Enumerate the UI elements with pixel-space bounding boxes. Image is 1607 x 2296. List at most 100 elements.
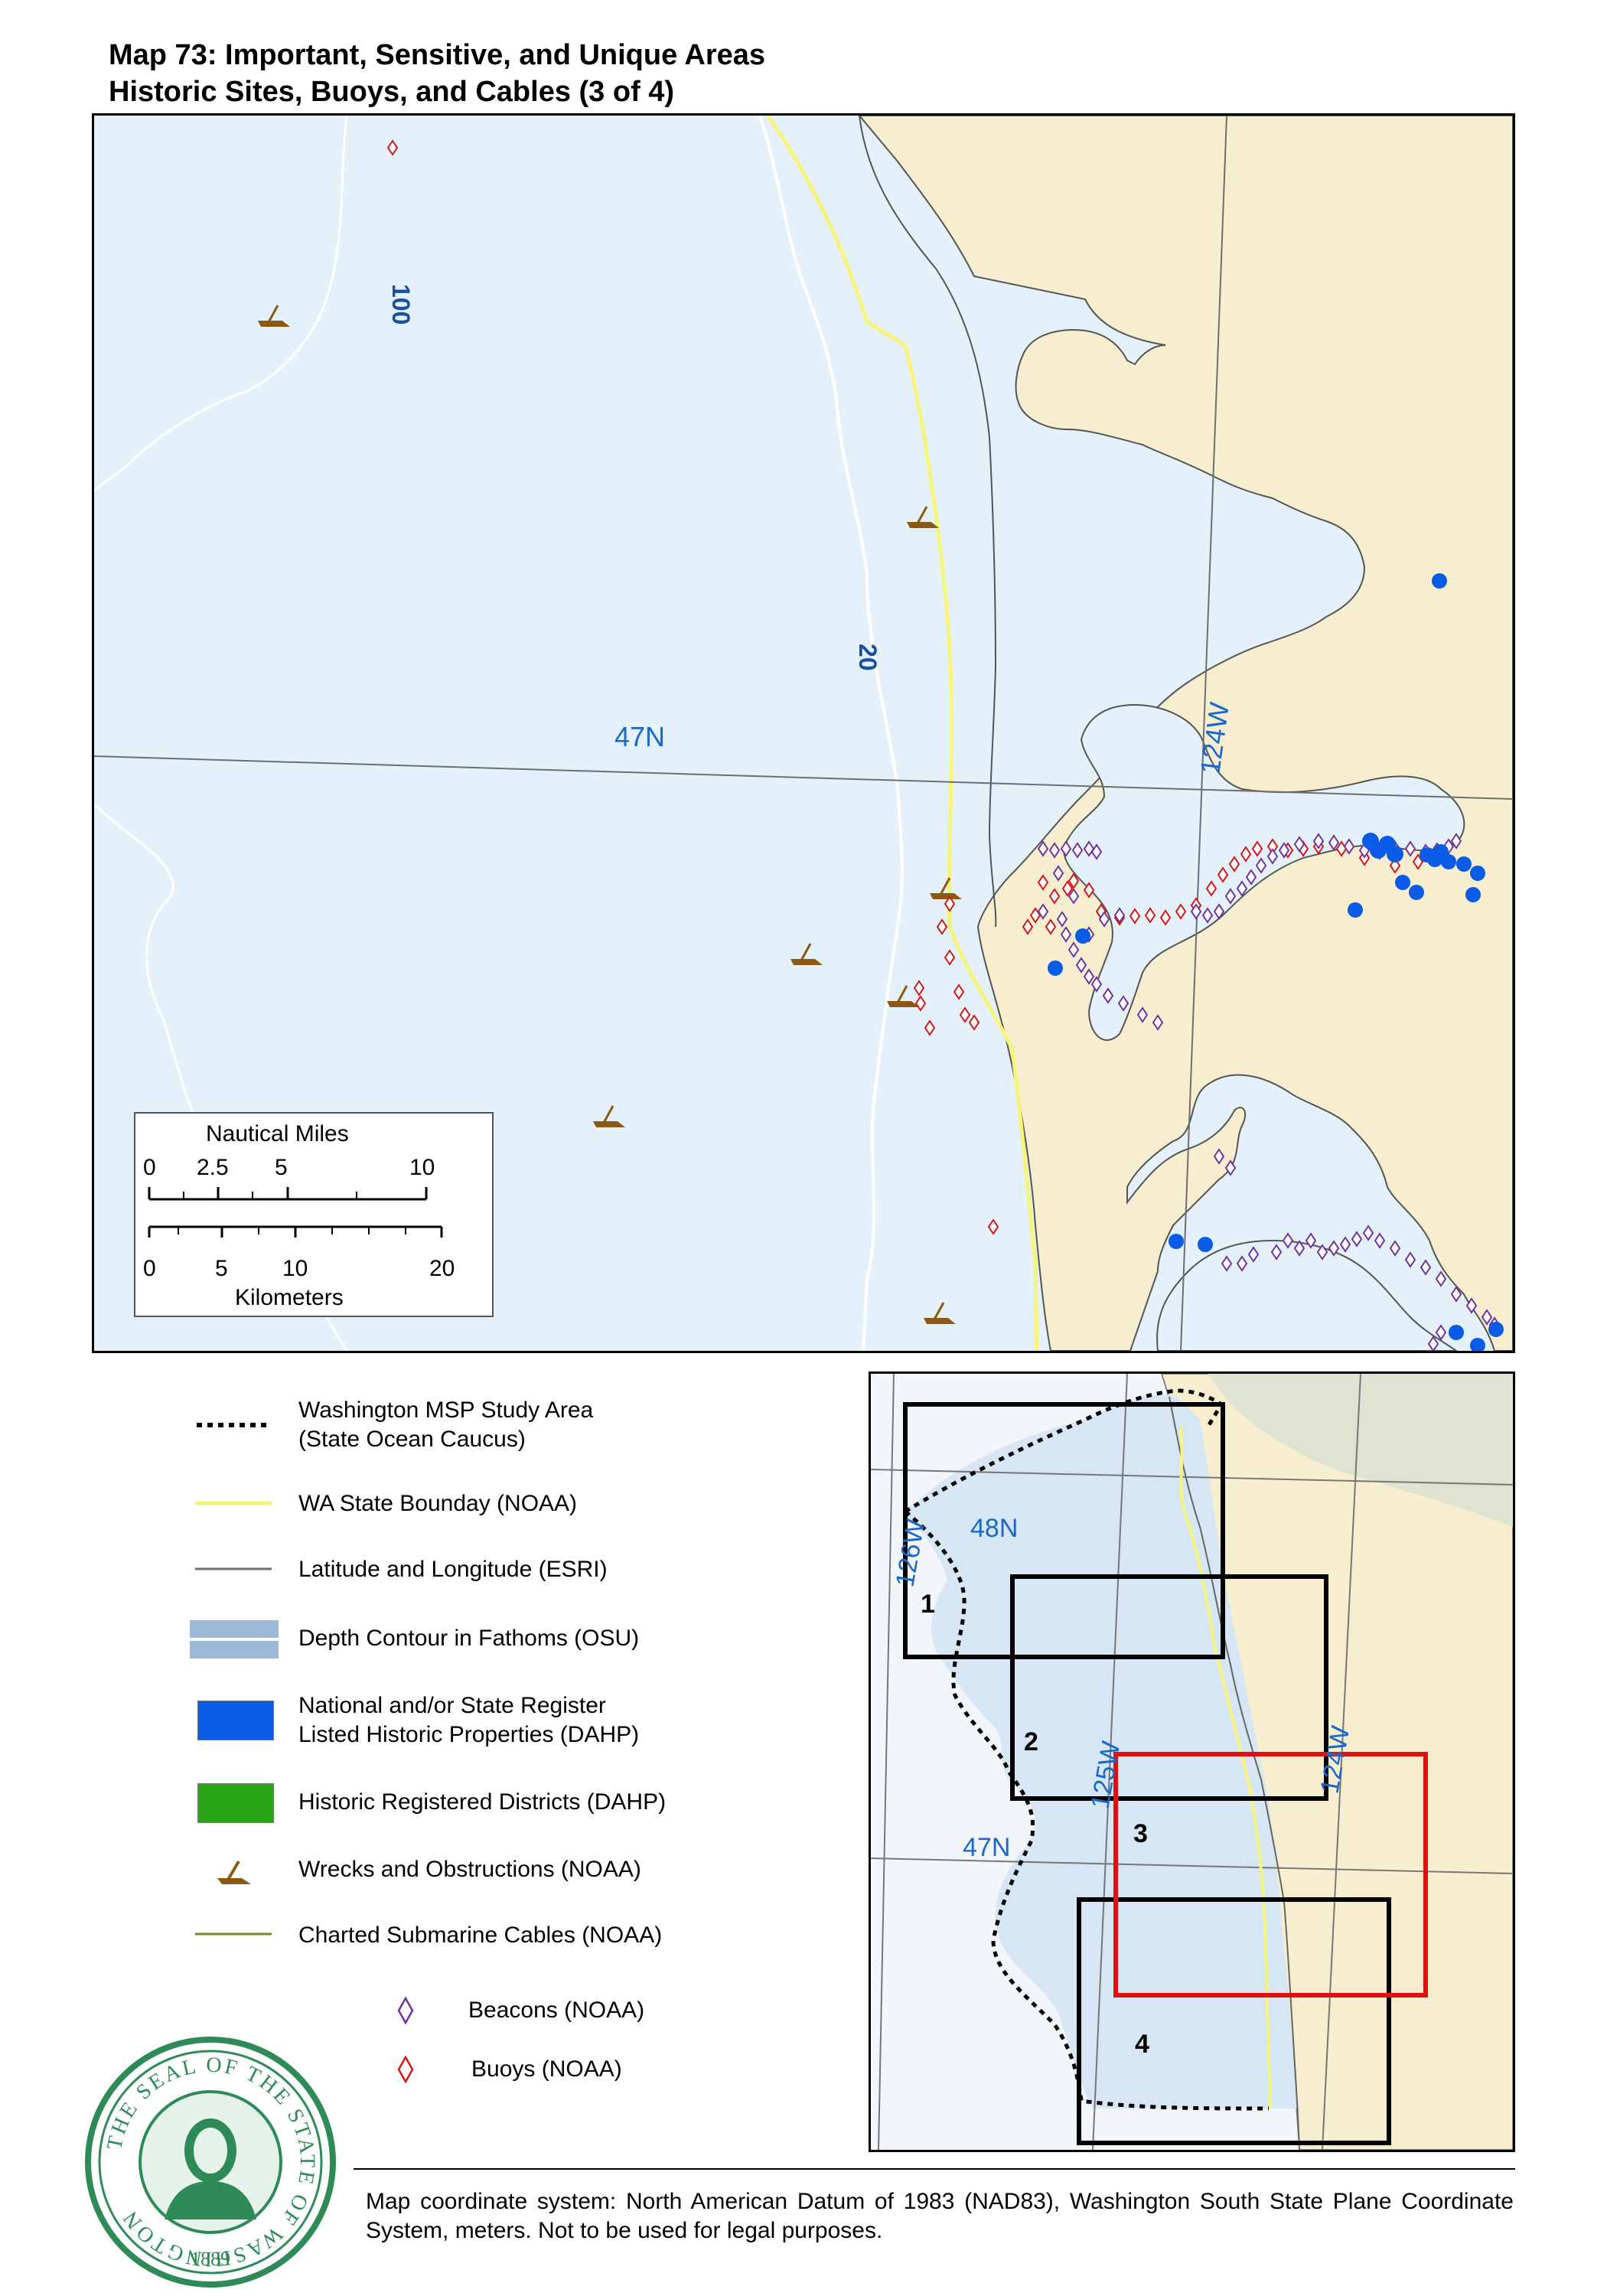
beacon-marker[interactable] <box>1420 1259 1432 1276</box>
historic-property-marker[interactable] <box>1198 1237 1213 1252</box>
buoy-marker[interactable] <box>1129 908 1141 925</box>
beacon-marker[interactable] <box>1048 842 1061 859</box>
beacon-marker[interactable] <box>1270 1244 1283 1261</box>
beacon-marker[interactable] <box>1037 840 1049 857</box>
historic-property-marker[interactable] <box>1488 1322 1504 1337</box>
beacon-marker[interactable] <box>1343 838 1355 855</box>
beacon-marker[interactable] <box>1282 1232 1294 1249</box>
historic-property-marker[interactable] <box>1449 1325 1464 1340</box>
historic-property-marker[interactable] <box>1470 1338 1485 1351</box>
beacon-marker[interactable] <box>1224 888 1237 905</box>
main-map[interactable]: 100 20 47N 124W Nautical Miles 0 2.5 5 1… <box>92 113 1515 1353</box>
historic-property-marker[interactable] <box>1395 875 1410 890</box>
buoy-marker[interactable] <box>1083 882 1095 899</box>
beacon-marker[interactable] <box>1278 842 1290 859</box>
beacon-marker[interactable] <box>1090 843 1103 860</box>
beacon-marker[interactable] <box>1201 907 1214 924</box>
buoy-marker[interactable] <box>1175 903 1187 920</box>
beacon-marker[interactable] <box>1266 848 1279 865</box>
wreck-marker[interactable] <box>593 1105 625 1127</box>
historic-property-marker[interactable] <box>1169 1234 1184 1249</box>
beacon-marker[interactable] <box>1037 903 1049 920</box>
beacon-marker[interactable] <box>1435 1270 1447 1287</box>
historic-property-marker[interactable] <box>1456 856 1472 872</box>
buoy-marker[interactable] <box>1240 846 1252 863</box>
beacon-marker[interactable] <box>1083 968 1095 985</box>
beacon-marker[interactable] <box>1052 865 1064 882</box>
wreck-marker[interactable] <box>258 305 290 327</box>
buoy-marker[interactable] <box>914 995 927 1012</box>
beacon-marker[interactable] <box>1374 1232 1386 1249</box>
buoy-marker[interactable] <box>936 918 948 935</box>
beacon-marker[interactable] <box>1060 840 1072 857</box>
buoy-marker[interactable] <box>1045 918 1057 935</box>
beacon-marker[interactable] <box>1090 976 1103 993</box>
buoy-marker[interactable] <box>1037 874 1049 891</box>
beacon-marker[interactable] <box>1102 987 1114 1004</box>
beacon-marker[interactable] <box>1427 1336 1439 1351</box>
beacon-marker[interactable] <box>1236 880 1248 897</box>
beacon-marker[interactable] <box>1339 1236 1351 1253</box>
beacon-marker[interactable] <box>1465 1297 1478 1314</box>
buoy-marker[interactable] <box>944 949 956 966</box>
beacon-marker[interactable] <box>1404 840 1416 857</box>
wreck-marker[interactable] <box>930 877 962 899</box>
beacon-marker[interactable] <box>1060 926 1072 943</box>
buoy-marker[interactable] <box>1159 909 1172 926</box>
beacon-marker[interactable] <box>1481 1309 1493 1326</box>
beacon-marker[interactable] <box>1083 840 1095 857</box>
historic-property-marker[interactable] <box>1441 854 1456 869</box>
beacon-marker[interactable] <box>1435 1324 1447 1341</box>
beacon-marker[interactable] <box>1389 1240 1401 1257</box>
beacon-marker[interactable] <box>1305 1232 1317 1249</box>
beacon-marker[interactable] <box>1068 888 1080 905</box>
buoy-marker[interactable] <box>913 980 925 996</box>
historic-property-marker[interactable] <box>1409 885 1424 900</box>
buoy-marker[interactable] <box>944 895 956 912</box>
beacon-marker[interactable] <box>1236 1255 1248 1272</box>
beacon-marker[interactable] <box>1136 1006 1149 1023</box>
beacon-marker[interactable] <box>1404 1251 1416 1268</box>
buoy-marker[interactable] <box>1022 918 1034 935</box>
beacon-marker[interactable] <box>1245 869 1257 885</box>
beacon-marker[interactable] <box>1213 1148 1225 1165</box>
wreck-marker[interactable] <box>924 1302 956 1324</box>
buoy-marker[interactable] <box>386 139 399 156</box>
historic-property-marker[interactable] <box>1387 846 1403 863</box>
buoy-marker[interactable] <box>1061 880 1074 897</box>
historic-property-marker[interactable] <box>1465 887 1481 902</box>
beacon-marker[interactable] <box>1293 1240 1305 1257</box>
beacon-marker[interactable] <box>1293 836 1305 853</box>
wreck-marker[interactable] <box>887 985 919 1007</box>
beacon-marker[interactable] <box>1255 857 1267 874</box>
buoy-marker[interactable] <box>1205 880 1217 897</box>
buoy-marker[interactable] <box>924 1019 936 1036</box>
beacon-marker[interactable] <box>1221 1255 1233 1272</box>
buoy-marker[interactable] <box>1048 888 1061 905</box>
beacon-marker[interactable] <box>1362 1225 1374 1241</box>
historic-property-marker[interactable] <box>1470 866 1485 881</box>
historic-property-marker[interactable] <box>1432 573 1447 589</box>
beacon-marker[interactable] <box>1351 1231 1363 1247</box>
beacon-marker[interactable] <box>1113 907 1126 924</box>
beacon-marker[interactable] <box>1098 911 1110 928</box>
beacon-marker[interactable] <box>1190 903 1202 920</box>
buoy-marker[interactable] <box>987 1218 999 1235</box>
buoy-marker[interactable] <box>1068 872 1080 889</box>
wreck-marker[interactable] <box>790 943 823 965</box>
beacon-marker[interactable] <box>1224 1159 1237 1176</box>
historic-property-marker[interactable] <box>1075 928 1090 944</box>
beacon-marker[interactable] <box>1450 1286 1462 1303</box>
beacon-marker[interactable] <box>1312 833 1325 850</box>
beacon-marker[interactable] <box>1328 834 1340 851</box>
buoy-marker[interactable] <box>953 983 965 1000</box>
beacon-marker[interactable] <box>1068 941 1080 958</box>
historic-property-marker[interactable] <box>1348 902 1363 918</box>
inset-locator-map[interactable]: 126W 48N 125W 124W 47N 1 2 3 4 <box>869 1371 1515 2152</box>
beacon-marker[interactable] <box>1117 995 1129 1012</box>
beacon-marker[interactable] <box>1075 957 1087 974</box>
beacon-marker[interactable] <box>1071 842 1084 859</box>
buoy-marker[interactable] <box>1251 840 1263 857</box>
buoy-marker[interactable] <box>1144 907 1156 924</box>
beacon-marker[interactable] <box>1328 1240 1340 1257</box>
